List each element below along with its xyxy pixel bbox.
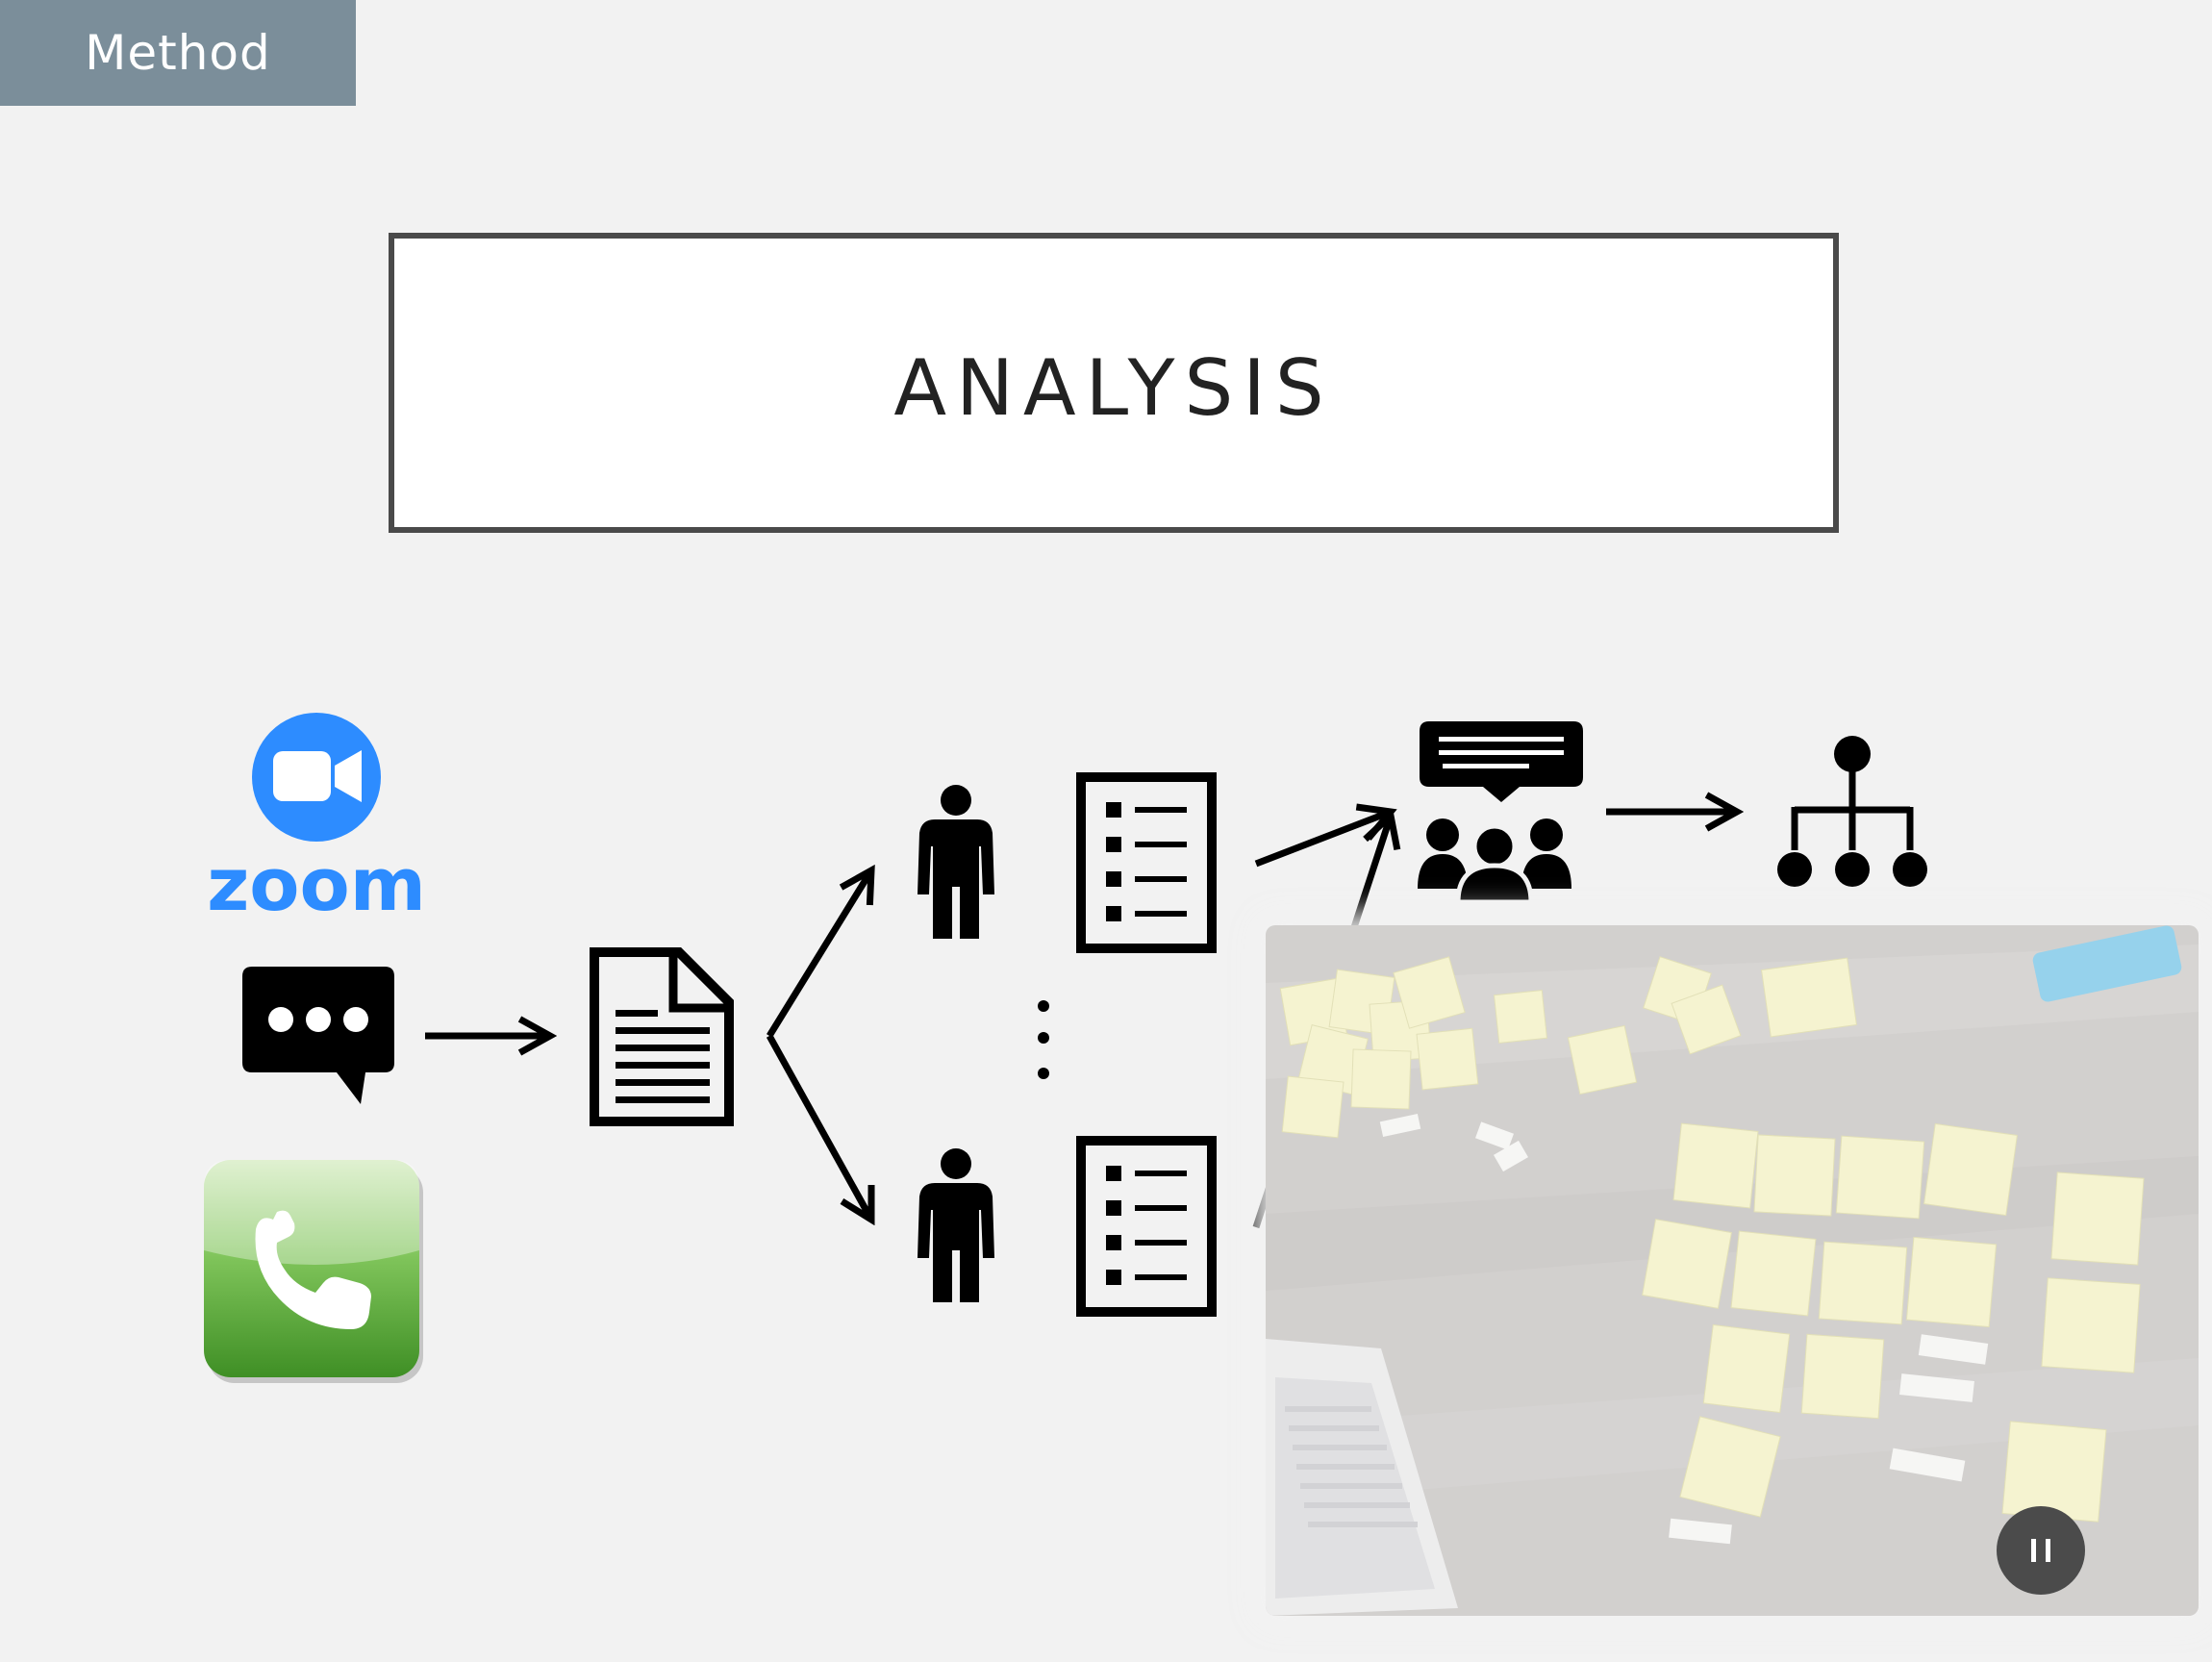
pause-icon	[2046, 1539, 2050, 1562]
branch-arrows	[766, 870, 871, 1220]
zoom-logo-text: zoom	[207, 842, 426, 927]
title-box: ANALYSIS	[389, 233, 1839, 533]
page-title: ANALYSIS	[893, 342, 1334, 433]
chat-bubble-icon	[242, 967, 394, 1104]
person-icon	[917, 1148, 994, 1302]
affinity-mapping-photo	[1266, 925, 2199, 1616]
hierarchy-tree-icon	[1777, 736, 1927, 887]
video-overlay[interactable]	[1266, 925, 2199, 1616]
zoom-logo-icon: zoom	[207, 713, 426, 927]
vertical-ellipsis	[1038, 1000, 1049, 1079]
pause-button[interactable]	[1997, 1506, 2085, 1595]
checklist-icon	[1076, 1136, 1217, 1317]
checklist-icon	[1076, 772, 1217, 953]
group-discussion-icon	[1418, 721, 1583, 905]
pause-icon	[2031, 1539, 2036, 1562]
document-icon	[590, 947, 734, 1126]
person-icon	[917, 785, 994, 939]
section-tag: Method	[0, 0, 356, 106]
phone-app-icon	[204, 1160, 423, 1383]
